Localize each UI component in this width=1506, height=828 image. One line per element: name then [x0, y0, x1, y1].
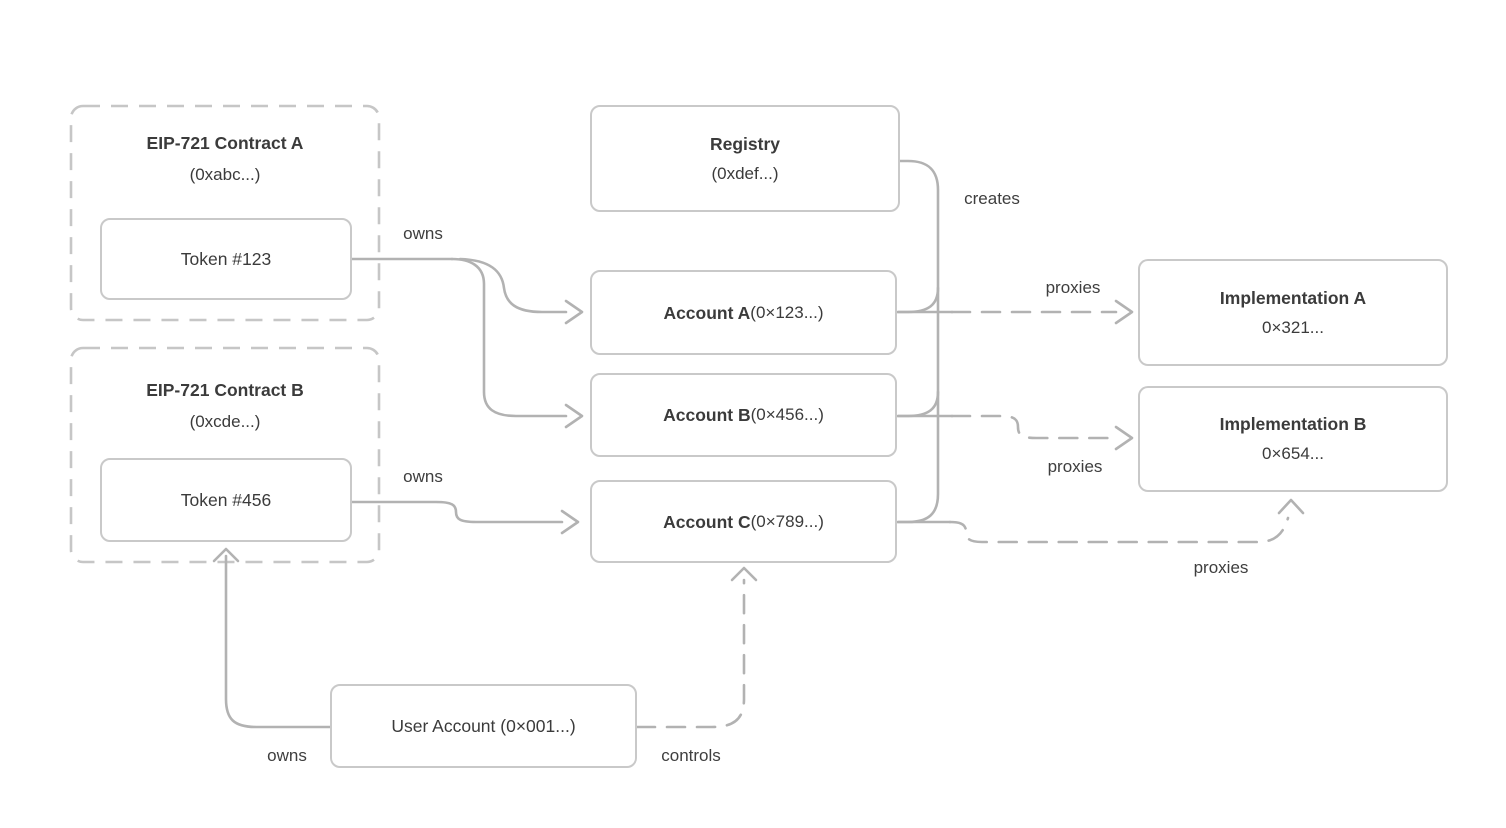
- edge-label-proxies-account-b: proxies: [1047, 457, 1103, 476]
- node-token-123: Token #123: [100, 218, 352, 300]
- account-b-title: Account B: [663, 405, 751, 425]
- arrowhead-into-account-c-bottom: [730, 566, 758, 582]
- implementation-b-title: Implementation B: [1219, 414, 1367, 434]
- arrowhead-into-account-c: [560, 509, 580, 535]
- account-c-address: (0×789...): [750, 511, 824, 531]
- node-implementation-b: Implementation B 0×654...: [1138, 386, 1448, 492]
- account-b-address: (0×456...): [750, 405, 824, 424]
- contract-b-address: (0xcde...): [189, 412, 261, 431]
- arrowhead-into-impl-b-bottom: [1277, 498, 1305, 515]
- edge-label-proxies-account-a: proxies: [1045, 278, 1101, 297]
- arrowhead-into-account-a: [564, 299, 584, 325]
- edge-account-c-proxies-impl-b: [948, 516, 1290, 544]
- edge-creates-branch-account-b: [896, 390, 940, 418]
- implementation-a-address: 0×321...: [1262, 317, 1324, 337]
- account-a-address: (0×123...): [750, 302, 824, 322]
- token-123-label: Token #123: [180, 248, 272, 269]
- implementation-a-title: Implementation A: [1219, 287, 1367, 308]
- contract-a-address: (0xabc...): [189, 165, 261, 184]
- registry-address: (0xdef...): [711, 163, 779, 183]
- edge-label-owns-user: owns: [267, 746, 307, 765]
- contract-a-group-outline: [69, 104, 381, 322]
- edge-user-owns-token456: [224, 554, 332, 729]
- edge-label-owns-token123: owns: [403, 224, 443, 243]
- edge-registry-creates: [896, 159, 940, 524]
- account-c-title: Account C: [663, 511, 751, 532]
- edge-label-controls-user: controls: [661, 746, 721, 765]
- node-account-c: Account C (0×789...): [590, 480, 897, 563]
- arrowhead-into-impl-a: [1114, 299, 1134, 325]
- implementation-b-address: 0×654...: [1262, 444, 1324, 463]
- registry-title: Registry: [709, 133, 781, 154]
- edge-label-creates: creates: [964, 189, 1020, 208]
- node-token-456: Token #456: [100, 458, 352, 542]
- contract-a-title: EIP-721 Contract A: [146, 133, 304, 153]
- node-implementation-a: Implementation A 0×321...: [1138, 259, 1448, 366]
- edge-account-b-proxies-impl-b: [950, 414, 1118, 440]
- edge-token456-to-account-c: [350, 500, 564, 524]
- node-account-b: Account B (0×456...): [590, 373, 897, 457]
- node-registry: Registry (0xdef...): [590, 105, 900, 212]
- user-account-label: User Account (0×001...): [391, 715, 576, 736]
- token-456-label: Token #456: [180, 489, 272, 510]
- node-user-account: User Account (0×001...): [330, 684, 637, 768]
- arrowhead-into-impl-b: [1114, 425, 1134, 451]
- edge-user-controls-account-c: [635, 578, 746, 729]
- edge-token123-to-account-b: [450, 257, 568, 418]
- arrowhead-into-account-b: [564, 403, 584, 429]
- edge-label-proxies-account-c: proxies: [1193, 558, 1249, 577]
- account-a-title: Account A: [663, 302, 751, 323]
- contract-b-title: EIP-721 Contract B: [146, 380, 304, 400]
- edge-label-owns-token456: owns: [403, 467, 443, 486]
- edge-creates-branch-account-a: [896, 286, 940, 314]
- contract-b-group-header: EIP-721 Contract B (0xcde...): [70, 374, 380, 438]
- arrowhead-into-token456: [212, 547, 240, 563]
- contract-a-group-header: EIP-721 Contract A (0xabc...): [70, 127, 380, 191]
- edge-token123-to-account-a: [458, 257, 568, 314]
- node-account-a: Account A (0×123...): [590, 270, 897, 355]
